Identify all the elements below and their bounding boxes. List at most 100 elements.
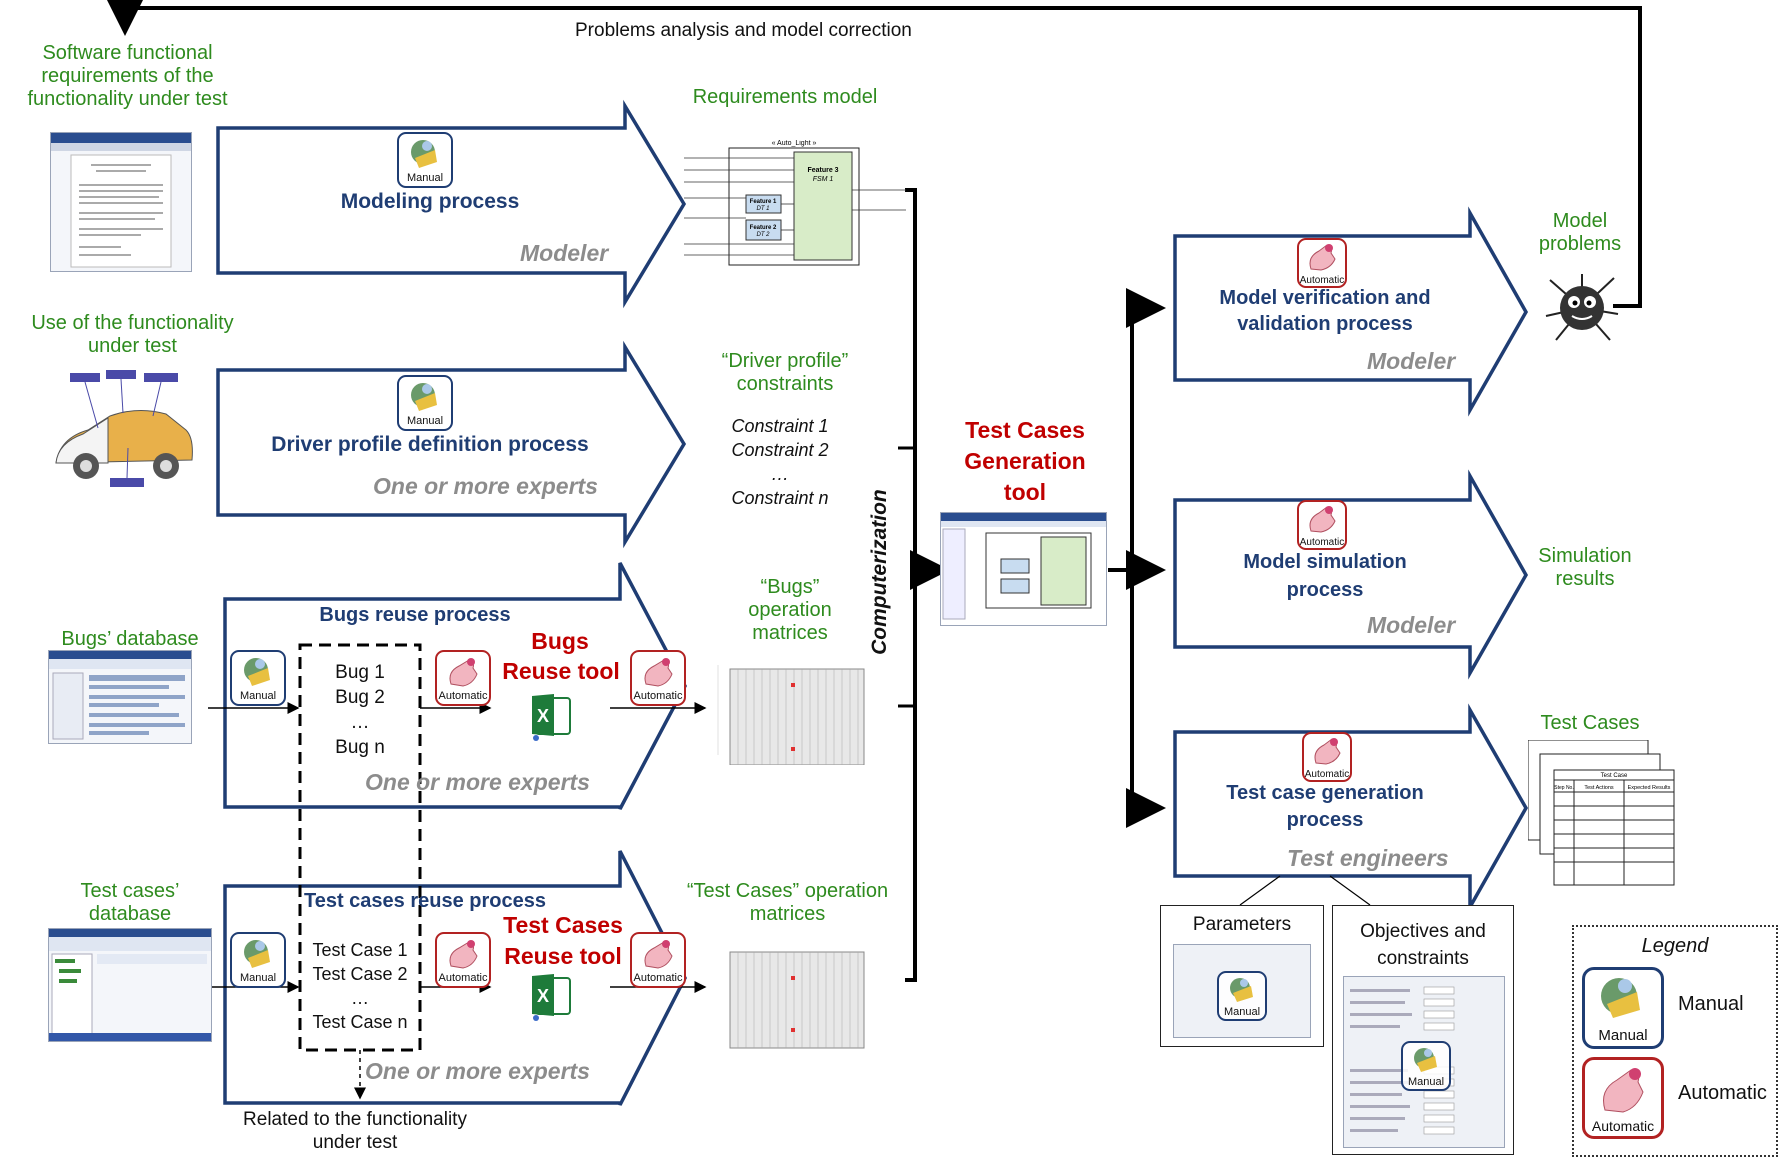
objectives-title: Objectives and constraints: [1360, 921, 1486, 969]
requirements-model-label: Requirements model: [692, 86, 878, 108]
list-item: Bug 2: [335, 687, 385, 708]
reuse-list-box: [298, 643, 422, 1052]
computerization-bracket: [905, 188, 917, 982]
requirements-document-thumbnail: [50, 132, 192, 272]
legend-automatic-badge: Automatic: [1582, 1057, 1664, 1139]
tc-process-title: Test cases reuse process: [303, 890, 546, 912]
automatic-icon: [1314, 738, 1341, 765]
list-item: …: [351, 988, 369, 1008]
list-item: Constraint 1: [731, 416, 829, 436]
simulation-process-title: Model simulation process: [1243, 551, 1407, 601]
svg-text:Feature 3: Feature 3: [807, 167, 838, 174]
automatic-icon: [449, 658, 478, 687]
automatic-icon: [644, 940, 673, 969]
svg-text:Feature 2: Feature 2: [750, 225, 777, 231]
excel-icon: X: [528, 692, 574, 742]
legend-automatic-label: Automatic: [1678, 1082, 1767, 1104]
legend-title: Legend: [1641, 935, 1709, 957]
tc-matrices-label: “Test Cases” operation matrices: [686, 880, 889, 925]
driver-actor: One or more experts: [373, 473, 598, 499]
driver-profile-process-arrow: [216, 340, 687, 549]
bugs-db-label: Bugs’ database: [61, 628, 199, 650]
test-cases-tables-thumbnail: Test Case Test Actions Expected Results …: [1527, 739, 1678, 890]
driver-manual-badge: Manual: [397, 375, 453, 431]
manual-icon: [244, 658, 270, 686]
tc-tool-automatic-badge: Automatic: [435, 932, 491, 988]
driver-process-title: Driver profile definition process: [271, 433, 589, 456]
tc-tool-line2: Reuse tool: [504, 943, 622, 969]
tc-output-automatic-badge: Automatic: [630, 932, 686, 988]
generation-process-arrow: [1173, 703, 1529, 914]
bugs-tool-line2: Reuse tool: [502, 658, 620, 684]
manual-icon: [1230, 978, 1253, 1002]
tc-matrix-thumbnail: [708, 938, 866, 1050]
test-cases-label: Test Cases: [1540, 712, 1640, 734]
svg-text:DT 2: DT 2: [756, 232, 770, 238]
svg-text:Test Case: Test Case: [1601, 773, 1628, 779]
generation-automatic-badge: Automatic: [1302, 732, 1352, 782]
generation-tool-screenshot: [940, 512, 1107, 626]
requirements-model-thumbnail: « Auto_Light » Feature 3 FSM 1 Feature 1…: [684, 140, 906, 270]
modeling-process-arrow: [216, 99, 687, 309]
feedback-loop-line: [105, 0, 1642, 308]
automatic-icon: [1309, 506, 1336, 533]
list-item: Constraint n: [731, 488, 829, 508]
svg-text:DT 1: DT 1: [756, 206, 769, 212]
parameters-title: Parameters: [1192, 914, 1292, 935]
bugs-matrix-thumbnail: [708, 655, 866, 766]
bugs-tool-line1: Bugs: [531, 628, 589, 654]
bugs-process-title: Bugs reuse process: [319, 604, 511, 626]
verification-process-arrow: [1173, 206, 1529, 417]
tc-manual-badge: Manual: [230, 932, 286, 988]
computerization-label: Computerization: [867, 489, 891, 655]
manual-icon: [1601, 978, 1640, 1018]
simulation-actor: Modeler: [1367, 612, 1456, 638]
manual-icon: [411, 383, 437, 411]
car-illustration: [48, 368, 198, 493]
manual-icon: [244, 940, 270, 968]
svg-text:Feature 1: Feature 1: [750, 199, 777, 205]
bugs-output-automatic-badge: Automatic: [630, 650, 686, 706]
modeling-process-title: Modeling process: [340, 190, 520, 213]
parameters-panel: Parameters Manual: [1160, 905, 1324, 1047]
legend-manual-label: Manual: [1678, 993, 1744, 1015]
generation-tool-title: Test Cases Generation tool: [964, 417, 1086, 505]
bugs-manual-badge: Manual: [230, 650, 286, 706]
tc-list: Test Case 1 Test Case 2 … Test Case n: [300, 938, 420, 1034]
svg-text:X: X: [537, 986, 549, 1006]
manual-icon: [411, 140, 437, 168]
list-item: Constraint 2: [731, 440, 829, 460]
bug-list: Bug 1 Bug 2 … Bug n: [300, 660, 420, 760]
excel-icon: X: [528, 972, 574, 1022]
model-problems-label: Model problems: [1538, 210, 1622, 255]
bugs-tool-automatic-badge: Automatic: [435, 650, 491, 706]
list-item: Test Case 1: [312, 940, 408, 960]
manual-icon: [1414, 1048, 1437, 1072]
modeling-actor: Modeler: [520, 240, 609, 266]
verification-actor: Modeler: [1367, 348, 1456, 374]
simulation-results-label: Simulation results: [1538, 545, 1632, 590]
bugs-actor: One or more experts: [365, 769, 590, 795]
related-note: Related to the functionality under test: [243, 1109, 467, 1153]
svg-text:Step No.: Step No.: [1554, 785, 1573, 791]
verification-process-title: Model verification and validation proces…: [1219, 287, 1431, 335]
constraint-list: Constraint 1 Constraint 2 … Constraint n: [700, 414, 860, 510]
tc-database-thumbnail: [48, 928, 212, 1042]
svg-text:FSM 1: FSM 1: [813, 176, 834, 183]
automatic-icon: [1309, 244, 1336, 271]
verification-automatic-badge: Automatic: [1297, 238, 1347, 288]
tc-tool-line1: Test Cases: [503, 912, 623, 938]
list-item: …: [771, 464, 789, 484]
modeling-manual-badge: Manual: [397, 132, 453, 188]
bugs-matrices-label: “Bugs” operation matrices: [748, 576, 832, 644]
svg-text:Expected Results: Expected Results: [1628, 785, 1671, 791]
list-item: Bug n: [335, 737, 385, 758]
bug-creature-icon: [1542, 270, 1622, 345]
svg-text:X: X: [537, 706, 549, 726]
generation-actor: Test engineers: [1287, 845, 1449, 871]
list-item: Bug 1: [335, 662, 385, 683]
simulation-automatic-badge: Automatic: [1297, 500, 1347, 550]
requirements-label: Software functional requirements of the …: [27, 42, 228, 110]
legend: Legend Manual Manual Automatic Automatic: [1572, 925, 1778, 1157]
